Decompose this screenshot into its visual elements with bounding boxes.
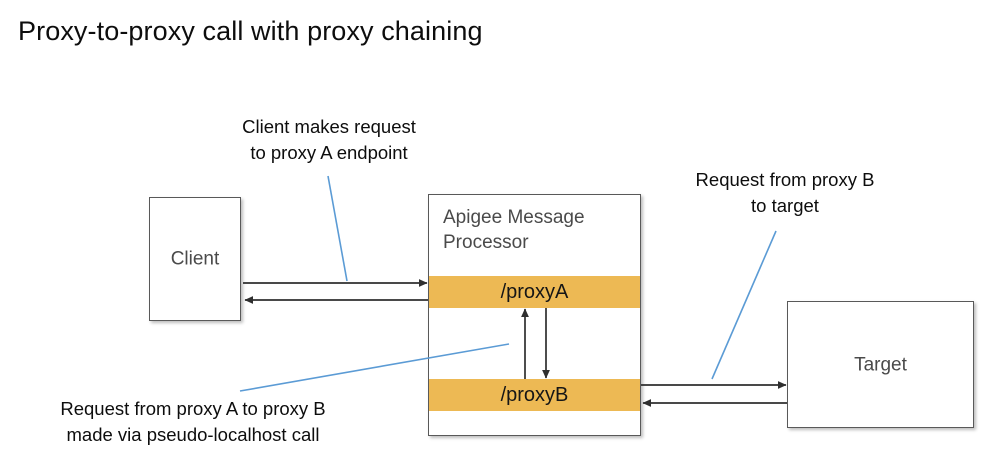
band-proxy-b: /proxyB — [429, 379, 640, 411]
band-proxy-a: /proxyA — [429, 276, 640, 308]
node-target-label: Target — [854, 353, 907, 375]
leader-line-client-request — [327, 175, 348, 282]
annotation-target-request: Request from proxy B to target — [695, 169, 875, 217]
leader-line-chaining — [239, 343, 510, 392]
leader-line-target-request — [711, 230, 777, 380]
node-client: Client — [149, 197, 241, 321]
page-title: Proxy-to-proxy call with proxy chaining — [18, 16, 483, 46]
node-target: Target — [787, 301, 974, 428]
band-proxy-a-label: /proxyA — [500, 280, 569, 303]
annotation-client-request: Client makes request to proxy A endpoint — [242, 116, 416, 164]
annotation-proxy-chaining: Request from proxy A to proxy B made via… — [60, 398, 326, 446]
node-client-label: Client — [170, 248, 220, 270]
band-proxy-b-label: /proxyB — [500, 383, 569, 406]
node-message-processor-label: Apigee Message Processor — [443, 207, 585, 254]
